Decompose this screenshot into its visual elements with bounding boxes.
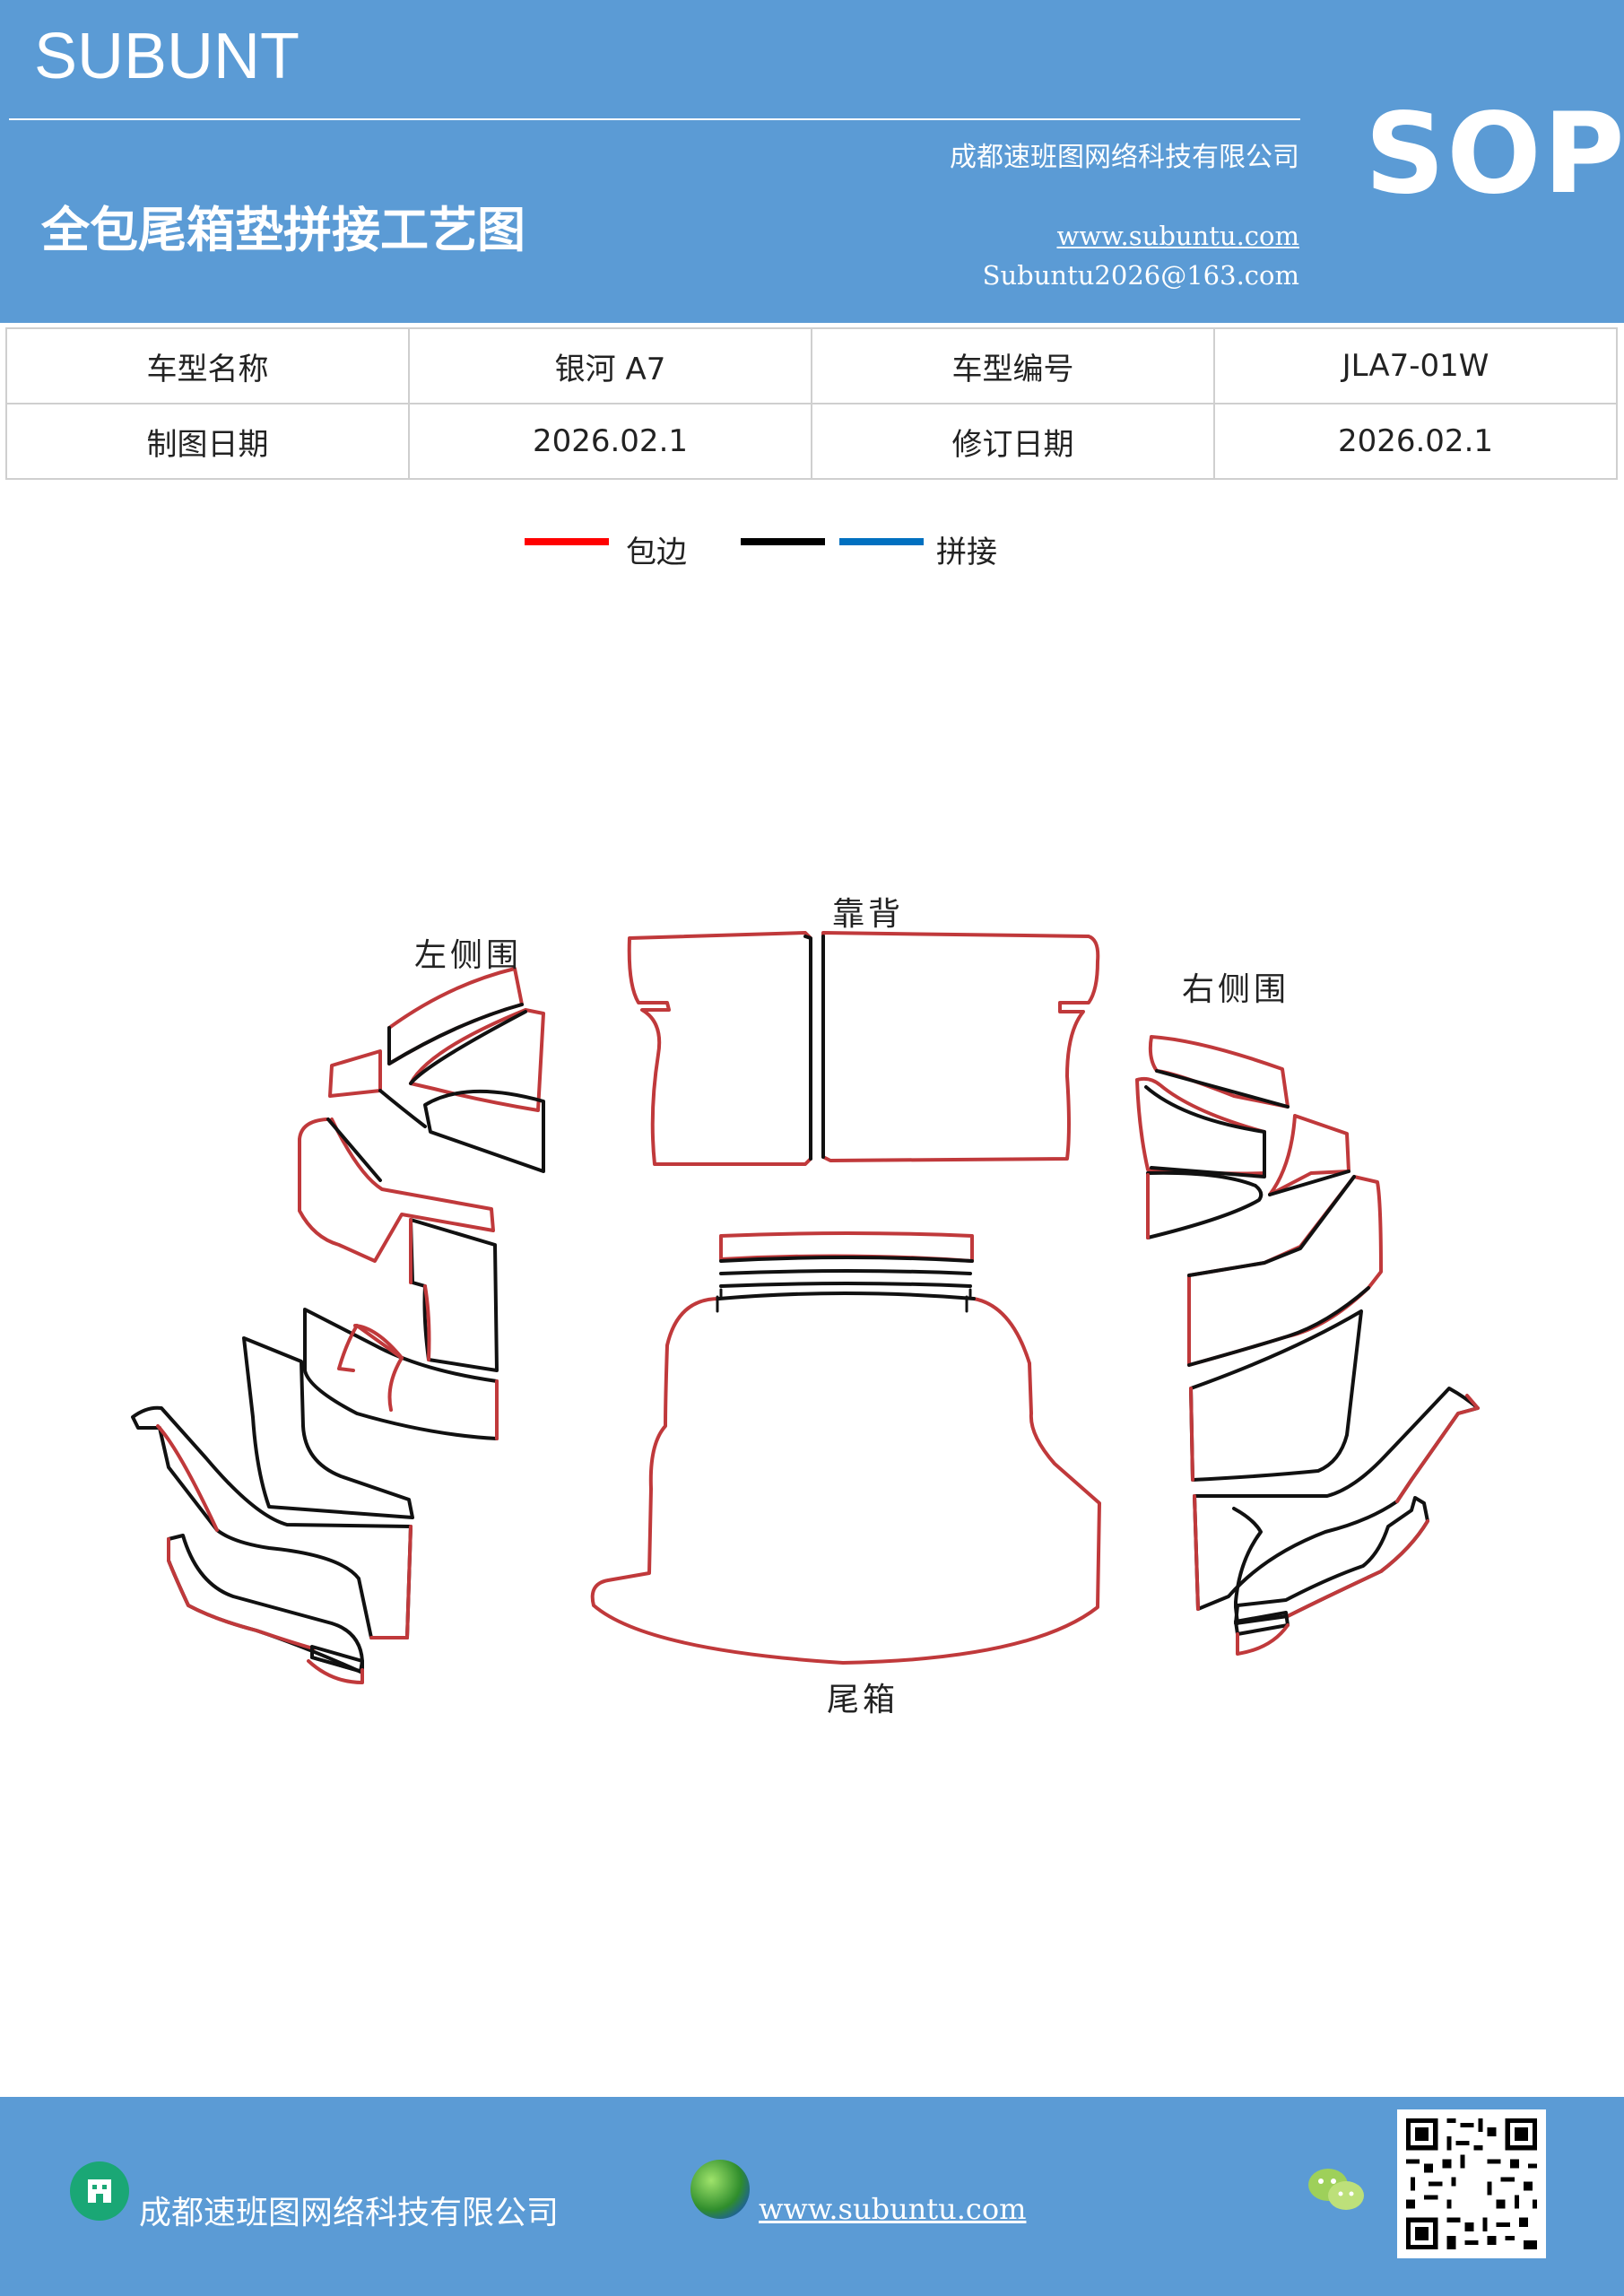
label-backrest: 靠背 xyxy=(832,896,905,933)
header-website-link[interactable]: www.subuntu.com xyxy=(1056,221,1299,251)
legend-swatch-red xyxy=(525,538,609,545)
header-email[interactable]: Subuntu2026@163.com xyxy=(982,260,1299,291)
label-trunk: 尾箱 xyxy=(827,1682,899,1718)
right-panel-1 xyxy=(1148,1035,1290,1109)
table-cell: 制图日期 xyxy=(5,403,410,480)
table-row: 车型名称 银河 A7 车型编号 JLA7-01W xyxy=(5,327,1618,404)
right-panel-5 xyxy=(1189,1309,1363,1482)
table-row: 制图日期 2026.02.1 修订日期 2026.02.1 xyxy=(5,403,1618,480)
building-icon xyxy=(70,2161,129,2221)
footer-company: 成都速班图网络科技有限公司 xyxy=(139,2195,560,2231)
brand-name: SUBUNT xyxy=(34,21,300,92)
sop-badge: SOP xyxy=(1365,90,1624,219)
document-title: 全包尾箱垫拼接工艺图 xyxy=(41,201,525,258)
table-cell: 车型编号 xyxy=(811,327,1215,404)
left-panel-6 xyxy=(242,1336,414,1519)
table-cell: 2026.02.1 xyxy=(408,403,812,480)
right-panel-7 xyxy=(1234,1496,1429,1625)
legend-swatch-blue xyxy=(839,538,924,545)
left-panel-4 xyxy=(409,1218,499,1372)
footer-website-link[interactable]: www.subuntu.com xyxy=(759,2192,1027,2226)
legend-label-seam: 拼接 xyxy=(936,535,997,570)
wechat-icon[interactable] xyxy=(1305,2163,1368,2217)
left-panel-2 xyxy=(409,1008,545,1112)
trunk-main-floor xyxy=(590,1297,1101,1665)
label-right-side: 右侧围 xyxy=(1182,971,1290,1008)
table-cell: 车型名称 xyxy=(5,327,410,404)
right-panel-3 xyxy=(1146,1170,1264,1239)
table-cell: 修订日期 xyxy=(811,403,1215,480)
table-cell: 银河 A7 xyxy=(408,327,812,404)
table-cell: 2026.02.1 xyxy=(1213,403,1618,480)
backrest-left-panel xyxy=(627,931,812,1166)
left-panel-5 xyxy=(303,1308,499,1440)
vehicle-info-table: 车型名称 银河 A7 车型编号 JLA7-01W 制图日期 2026.02.1 … xyxy=(5,327,1618,480)
legend-label-edge: 包边 xyxy=(626,535,687,570)
label-left-side: 左侧围 xyxy=(414,937,523,974)
backrest-right-panel xyxy=(821,931,1100,1162)
left-panel-7 xyxy=(131,1405,413,1639)
legend-swatch-black xyxy=(741,538,825,545)
left-panel-3 xyxy=(298,1118,495,1263)
header-banner: SUBUNT 成都速班图网络科技有限公司 全包尾箱垫拼接工艺图 www.subu… xyxy=(0,0,1624,323)
header-company: 成都速班图网络科技有限公司 xyxy=(950,142,1299,173)
header-divider xyxy=(9,118,1300,120)
qr-code[interactable] xyxy=(1397,2109,1546,2258)
table-cell: JLA7-01W xyxy=(1213,327,1618,404)
globe-icon xyxy=(690,2160,750,2219)
